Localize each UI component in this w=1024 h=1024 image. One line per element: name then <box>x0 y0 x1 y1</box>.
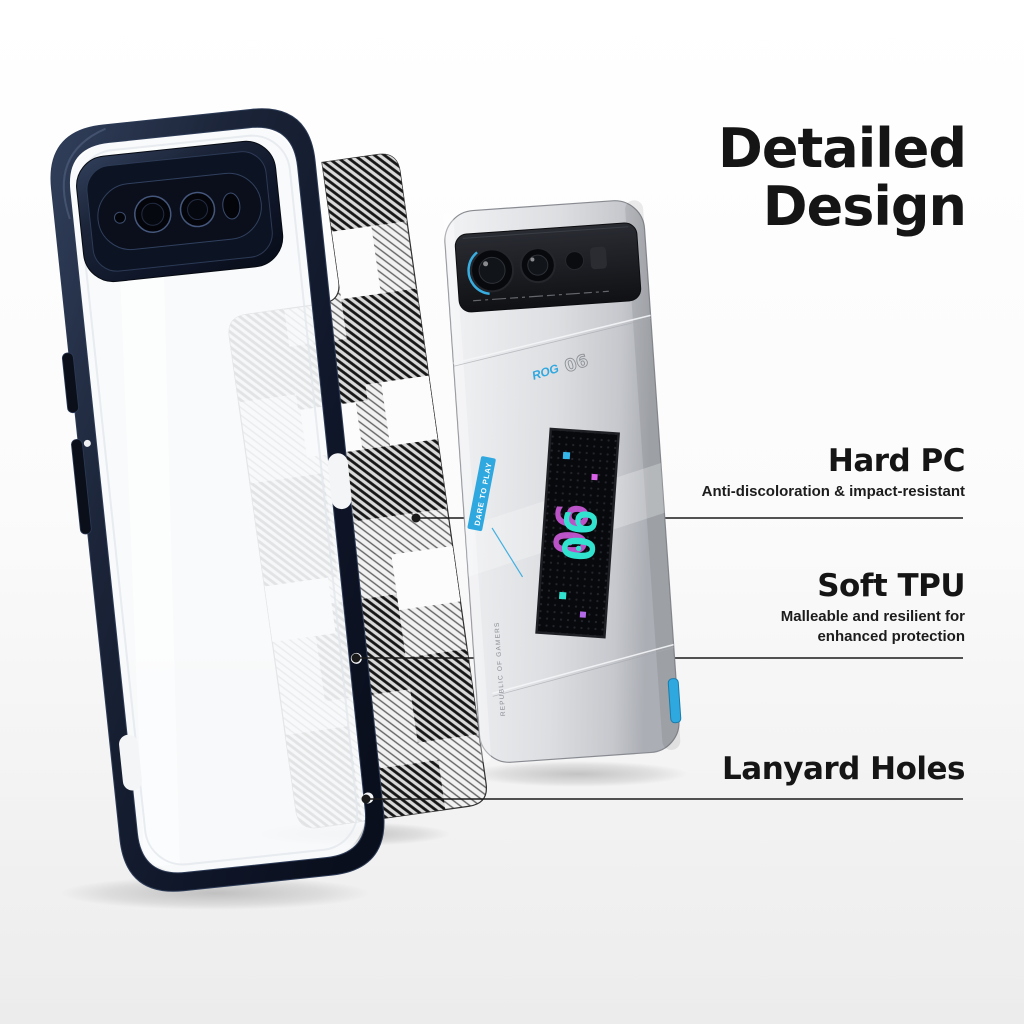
title-line-2: Design <box>762 175 967 238</box>
camera-hole-small <box>113 211 126 224</box>
page-title: Detailed Design <box>718 117 967 238</box>
callout-lanyard-heading: Lanyard Holes <box>722 751 965 787</box>
module-microtext <box>473 290 609 302</box>
vision-glyph: 06 <box>554 507 609 563</box>
phone-panel-seams <box>453 314 674 697</box>
callout-soft-tpu: Soft TPU Malleable and resilient for enh… <box>760 568 966 647</box>
callout-hard-pc-heading: Hard PC <box>827 443 966 479</box>
case-power-button <box>71 438 92 535</box>
camera-flash <box>589 246 607 270</box>
case-inner-lip <box>76 134 359 866</box>
camera-hole-oval <box>222 192 241 220</box>
case-mic-hole <box>83 439 91 447</box>
case-bottom-cutout <box>119 734 142 791</box>
leader-dot-lanyard <box>361 794 371 804</box>
leader-dot-soft-tpu <box>351 653 361 663</box>
rog-phone: ROG 06 DARE TO PLAY 06 06 <box>443 200 682 763</box>
callout-hard-pc-sub: Anti-discoloration & impact-resistant <box>701 483 965 500</box>
case-side-port-cutout <box>327 453 352 510</box>
case-edge-highlight <box>62 127 106 220</box>
phone-camera-module <box>454 222 642 313</box>
callout-lanyard-holes: Lanyard Holes <box>722 751 965 787</box>
lens-blue-accent-ring <box>467 245 517 296</box>
leader-dot-hard-pc <box>411 513 421 523</box>
case-tpu-frame <box>50 108 385 892</box>
case-gloss-highlight <box>114 146 180 868</box>
case-camera-island <box>76 140 284 283</box>
phone-side-key <box>667 678 682 724</box>
rog-vision-display: 06 06 <box>535 427 620 639</box>
callout-soft-tpu-sub: Malleable and resilient for enhanced pro… <box>780 608 965 645</box>
title-line-1: Detailed <box>718 117 967 180</box>
case-volume-button <box>61 352 79 414</box>
callout-soft-tpu-heading: Soft TPU <box>817 568 965 604</box>
phone-case <box>50 108 385 892</box>
vision-glyph-shadow: 06 <box>545 501 600 557</box>
macro-camera-lens <box>565 251 585 271</box>
callout-hard-pc: Hard PC Anti-discoloration & impact-resi… <box>701 443 966 502</box>
